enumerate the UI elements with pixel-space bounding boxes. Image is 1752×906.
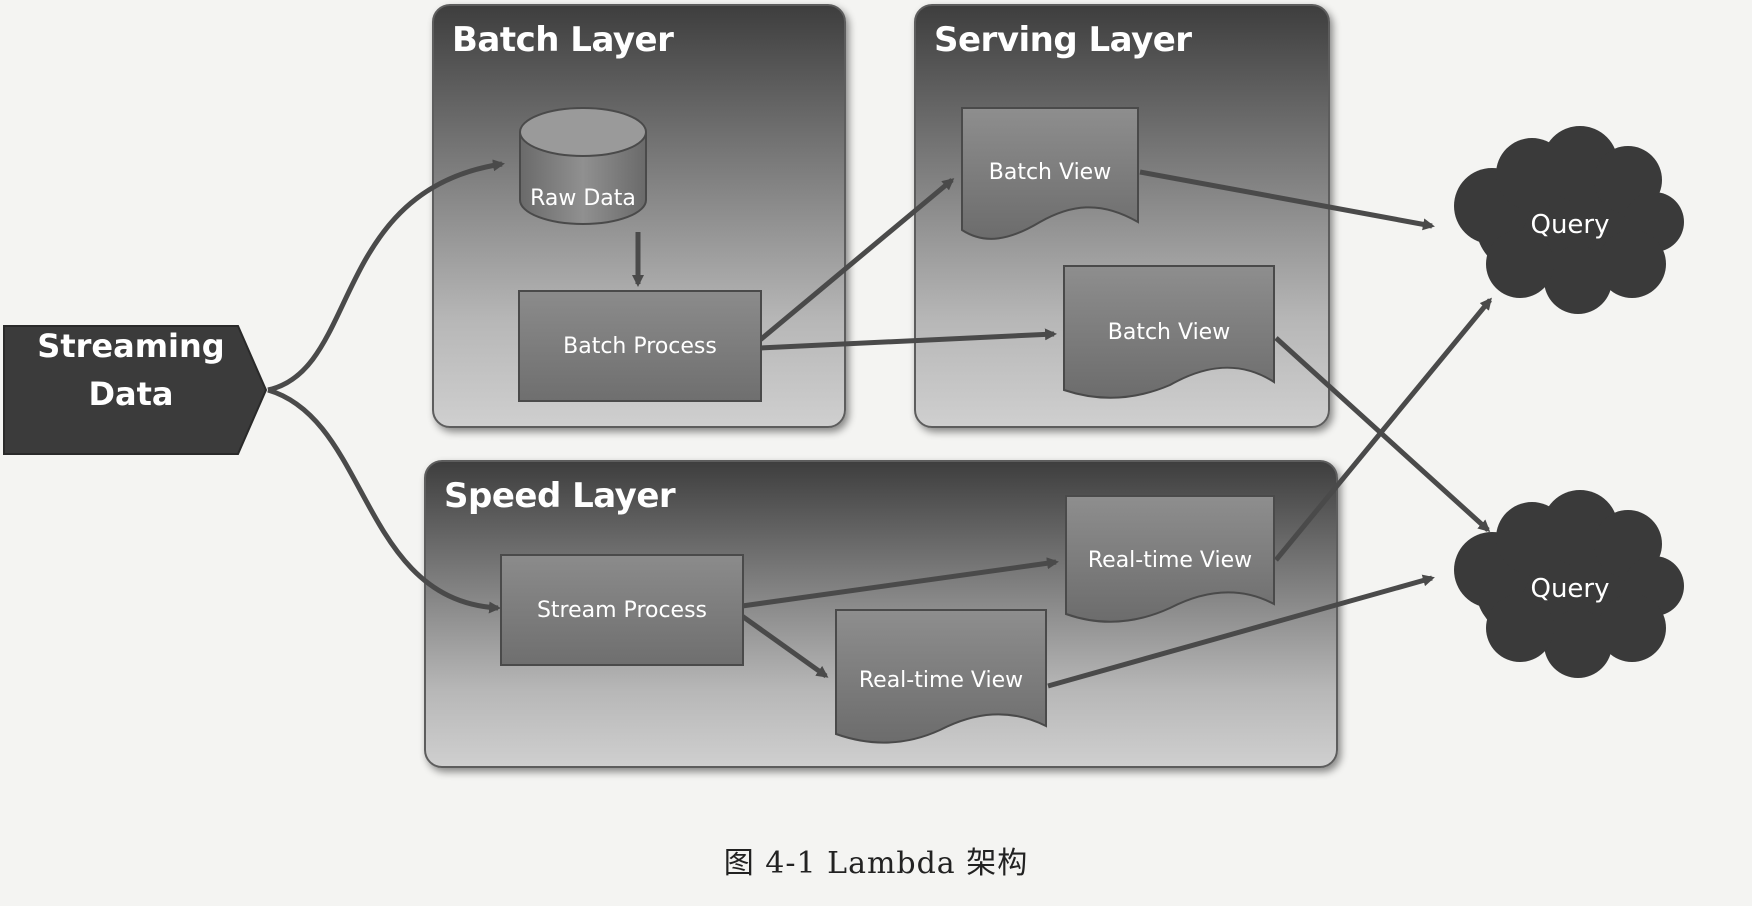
query-cloud-1 xyxy=(1454,126,1684,314)
streaming-data-label: Streaming Data xyxy=(0,322,262,418)
raw-data-label: Raw Data xyxy=(530,186,636,211)
batch-view-2-label: Batch View xyxy=(1107,320,1231,345)
arrow-batch-view-1-to-query-1 xyxy=(1139,169,1435,231)
arrow-realtime-view-2-to-query-2 xyxy=(1047,574,1435,689)
speed-layer-title: Speed Layer xyxy=(444,476,676,516)
batch-process-box: Batch Process xyxy=(518,290,762,402)
stream-process-box: Stream Process xyxy=(500,554,744,666)
realtime-view-1-shape xyxy=(1065,495,1275,623)
arrow-batch-process-to-batch-view-2 xyxy=(759,328,1057,351)
streaming-data-shape xyxy=(3,325,268,455)
query-cloud-2 xyxy=(1454,490,1684,678)
raw-data-cylinder xyxy=(519,107,647,225)
arrow-stream-process-to-realtime-view-2 xyxy=(740,613,829,679)
batch-view-1-shape xyxy=(961,107,1139,240)
batch-view-1-label: Batch View xyxy=(988,160,1112,185)
stream-process-label: Stream Process xyxy=(536,597,708,623)
realtime-view-2-label: Real-time View xyxy=(858,668,1024,693)
arrow-realtime-view-1-to-query-1 xyxy=(1274,297,1492,562)
connectors xyxy=(267,159,1492,689)
serving-layer-title: Serving Layer xyxy=(934,20,1192,60)
realtime-view-2-shape xyxy=(835,609,1047,744)
arrow-streaming-to-stream-process xyxy=(267,387,501,614)
batch-process-label: Batch Process xyxy=(563,333,717,359)
query-1-label: Query xyxy=(1530,210,1610,240)
batch-layer-title: Batch Layer xyxy=(452,20,674,60)
arrow-batch-process-to-batch-view-1 xyxy=(758,178,955,342)
arrow-streaming-to-raw-data xyxy=(267,159,505,393)
streaming-data-label-line1: Streaming xyxy=(37,327,225,365)
realtime-view-1-label: Real-time View xyxy=(1087,548,1253,573)
batch-view-2-shape xyxy=(1063,265,1275,399)
query-2-label: Query xyxy=(1530,574,1610,604)
figure-caption: 图 4-1 Lambda 架构 xyxy=(723,846,1029,881)
arrow-stream-process-to-realtime-view-1 xyxy=(741,557,1059,609)
streaming-data-label-line2: Data xyxy=(88,375,174,413)
